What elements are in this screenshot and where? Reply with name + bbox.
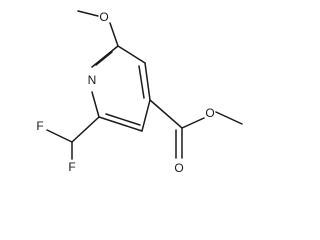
bond-ring-c6-n bbox=[91, 45, 119, 68]
ester-oxygen-label: O bbox=[205, 106, 214, 120]
bond-ring-c4-c5 bbox=[144, 62, 151, 101]
bond-ester-carbon-oxygen bbox=[181, 117, 205, 129]
bond-ring-c6-n-inner bbox=[95, 51, 113, 66]
carbonyl-oxygen-label: O bbox=[174, 161, 183, 175]
bond-ring-c3-c4 bbox=[141, 99, 151, 132]
ring-nitrogen-label: N bbox=[88, 73, 97, 87]
bond-methyl-methoxy-oxygen bbox=[77, 10, 99, 17]
fluorine-bottom-label: F bbox=[68, 160, 75, 174]
bond-c2-chf2 bbox=[71, 116, 100, 143]
bond-c4-ester-carbon bbox=[149, 99, 183, 129]
bond-methoxy-oxygen-ring bbox=[109, 22, 119, 47]
atom-labels: O N F F O O bbox=[36, 10, 214, 175]
bonds bbox=[46, 10, 243, 160]
bond-ring-n-c2 bbox=[91, 91, 100, 118]
bond-chf2-f-top bbox=[46, 129, 73, 143]
fluorine-top-label: F bbox=[36, 119, 43, 133]
bond-ester-oxygen-methyl bbox=[215, 111, 243, 125]
molecule-structure: O N F F O O bbox=[36, 10, 243, 175]
bond-ring-c4-c5-inner bbox=[138, 65, 145, 99]
bond-ring-c5-c6 bbox=[117, 45, 146, 64]
methoxy-oxygen-label: O bbox=[99, 10, 108, 24]
bond-ring-c2-c3 bbox=[98, 116, 143, 132]
bond-ring-c2-c3-inner bbox=[105, 113, 141, 126]
